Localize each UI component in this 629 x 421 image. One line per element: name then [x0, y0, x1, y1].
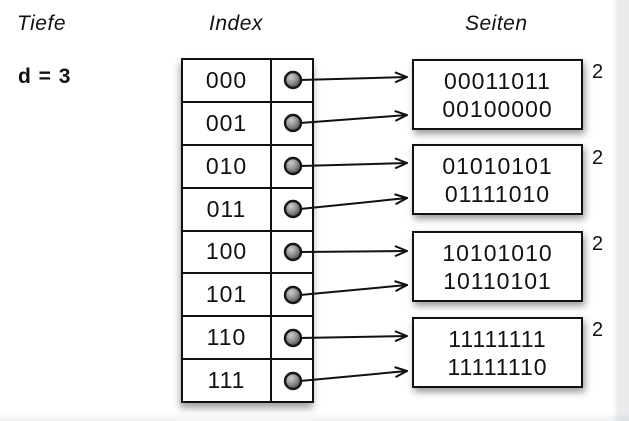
pointer-arrow: [299, 285, 407, 296]
page-box: 00011011 00100000: [412, 59, 583, 130]
local-depth-label: 2: [592, 61, 604, 83]
global-depth-value: d = 3: [18, 65, 72, 88]
index-column-title: Index: [209, 12, 263, 35]
index-key: 001: [183, 102, 272, 144]
index-key: 011: [183, 188, 272, 230]
pointer-arrow: [299, 115, 407, 124]
index-key: 111: [183, 360, 272, 401]
index-key: 101: [183, 274, 272, 316]
page-entry: 01010101: [442, 152, 553, 179]
local-depth-label: 2: [592, 319, 604, 341]
pages-column-title: Seiten: [465, 12, 528, 35]
index-key: 000: [183, 60, 272, 101]
pointer-cell: [272, 60, 312, 101]
pointer-cell: [272, 274, 312, 315]
index-table: 000 001 010 011 100 101 110 111: [181, 58, 314, 403]
local-depth-label: 2: [592, 147, 604, 169]
pointer-cell: [272, 103, 312, 144]
index-key: 010: [183, 145, 272, 187]
index-row: 010: [183, 145, 312, 189]
pointer-cell: [272, 360, 312, 401]
index-key: 100: [183, 231, 272, 273]
index-row: 110: [183, 317, 312, 361]
page-entry: 01111010: [444, 180, 551, 207]
depth-column-title: Tiefe: [17, 12, 67, 35]
index-row: 001: [183, 102, 312, 146]
pointer-cell: [272, 317, 312, 358]
page-entry: 10110101: [443, 267, 552, 294]
page-box: 11111111 11111110: [412, 317, 583, 388]
pointer-arrow: [299, 251, 407, 252]
index-row: 111: [183, 360, 312, 401]
pointer-arrow: [299, 163, 407, 166]
pointer-cell: [272, 232, 312, 273]
page-entry: 00011011: [444, 67, 551, 94]
index-row: 101: [183, 274, 312, 318]
local-depth-label: 2: [592, 233, 604, 255]
page-entry: 10101010: [442, 239, 553, 266]
page-entry: 11111110: [447, 353, 548, 380]
pointer-arrow: [299, 77, 407, 80]
page-box: 01010101 01111010: [412, 144, 583, 215]
pointer-cell: [272, 146, 312, 187]
pointer-arrow: [299, 198, 407, 210]
pointer-arrow: [299, 371, 407, 382]
index-key: 110: [183, 317, 272, 359]
index-row: 011: [183, 188, 312, 232]
page-edge-shade-bottom: [0, 413, 629, 421]
pointer-cell: [272, 189, 312, 230]
page-edge-shade-right: [612, 0, 629, 421]
page-box: 10101010 10110101: [412, 231, 583, 302]
page-entry: 11111111: [448, 325, 547, 352]
page-entry: 00100000: [442, 95, 553, 122]
pointer-arrow: [299, 336, 407, 338]
index-row: 100: [183, 231, 312, 275]
index-row: 000: [183, 60, 312, 103]
